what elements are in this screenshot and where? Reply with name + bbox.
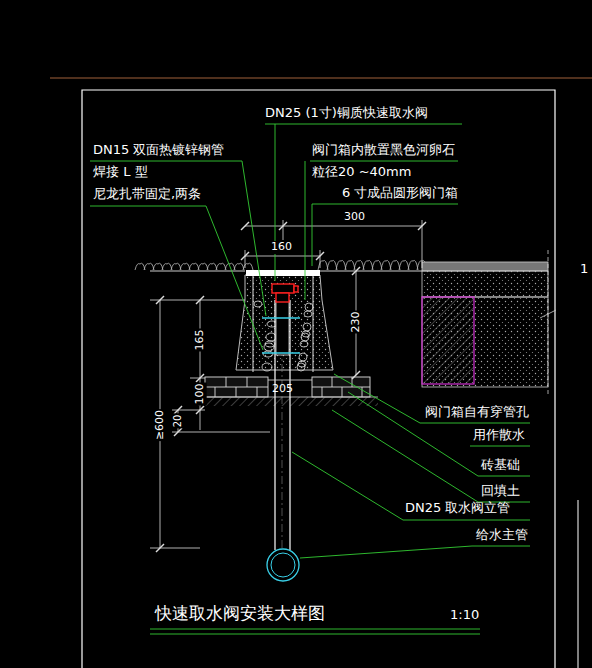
callout-note: 用作散水 — [473, 428, 525, 443]
callout-note: 阀门箱自有穿管孔 — [425, 405, 529, 420]
scale-note: 1:10 — [450, 608, 479, 623]
dimension: 160 — [270, 241, 293, 254]
callout-note: 砖基础 — [481, 458, 520, 473]
callout-note: DN25 (1寸)铜质快速取水阀 — [265, 106, 428, 121]
callout-note: 尼龙扎带固定,两条 — [93, 187, 201, 202]
dimension: 205 — [272, 383, 293, 396]
callout-note: 给水主管 — [476, 528, 528, 543]
callout-note: DN15 双面热镀锌钢管 — [93, 143, 224, 158]
dimension: 300 — [343, 211, 366, 224]
drawing-title: 快速取水阀安装大样图 — [155, 604, 325, 624]
callout-note: 粒径20 ~40mm — [312, 165, 411, 180]
callout-note: 阀门箱内散置黑色河卵石 — [312, 143, 455, 158]
dimension: 230 — [350, 311, 363, 334]
dimension: 20 — [172, 414, 184, 429]
sheet-mark: 1 — [580, 262, 588, 277]
callout-note: 6 寸成品圆形阀门箱 — [342, 186, 458, 201]
callout-note: DN25 取水阀立管 — [405, 501, 510, 516]
dimension: 100 — [194, 383, 207, 406]
dimension: ≥600 — [154, 409, 167, 441]
callout-note: 焊接 L 型 — [93, 165, 148, 180]
dimension: 165 — [194, 329, 207, 352]
callout-note: 回填土 — [481, 484, 520, 499]
